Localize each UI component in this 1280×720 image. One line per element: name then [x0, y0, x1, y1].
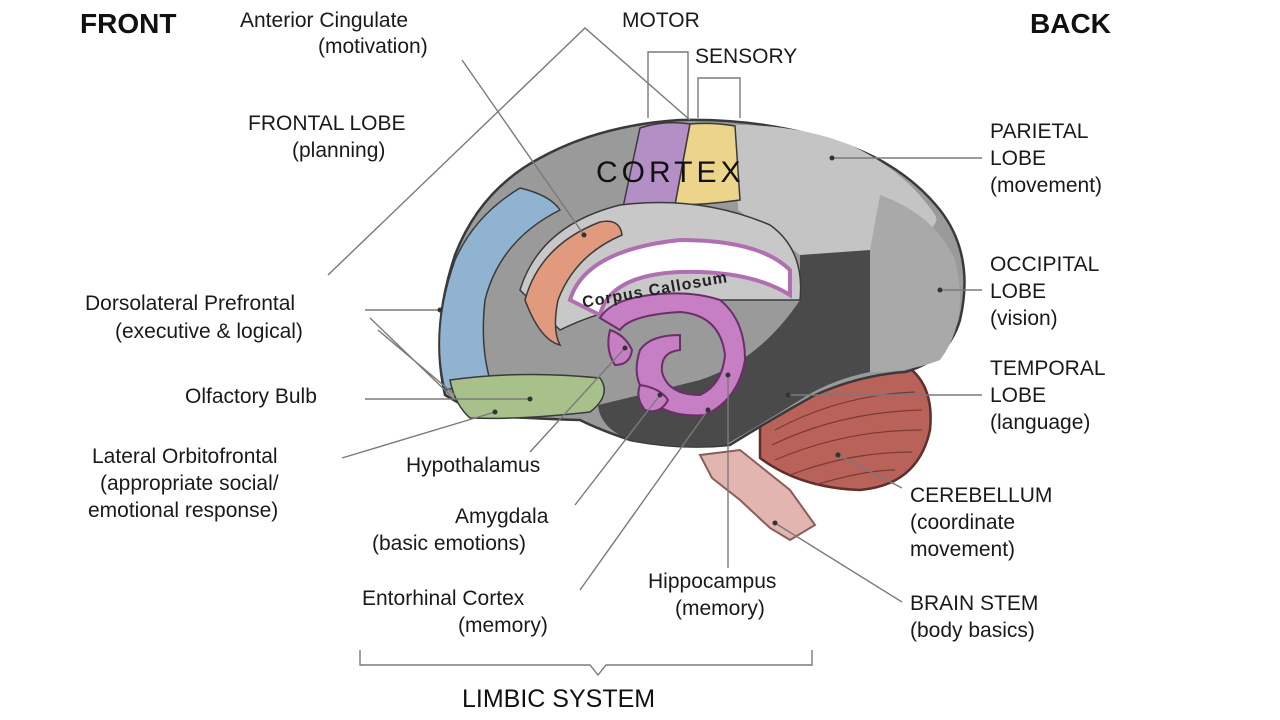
cerebellum-leader: [837, 454, 903, 489]
anterior-cingulate-region: [524, 220, 623, 347]
occipital-name-1: OCCIPITAL: [990, 253, 1099, 276]
motor-bracket: [647, 51, 689, 118]
anterior-cingulate-leader: [461, 59, 585, 236]
parietal-role: (movement): [990, 174, 1102, 197]
anterior-cingulate-name: Anterior Cingulate: [240, 9, 408, 32]
frontal-to-olfactory-leader: [369, 317, 456, 396]
hypothalamus-leader: [529, 347, 626, 453]
olfactory-name: Olfactory Bulb: [185, 385, 317, 408]
brain-stem-role: (body basics): [910, 619, 1035, 642]
cerebellum-name: CEREBELLUM: [910, 484, 1052, 507]
frontal-lobe-role: (planning): [292, 139, 385, 162]
limbic-system-label: LIMBIC SYSTEM: [462, 685, 655, 713]
limbic-structures: [598, 292, 747, 417]
dorsolateral-prefrontal-region: [438, 187, 562, 391]
amygdala-role: (basic emotions): [372, 532, 526, 555]
brain-stem-region: [698, 448, 817, 542]
occipital-name-2: LOBE: [990, 280, 1046, 303]
dorsolateral-name: Dorsolateral Prefrontal: [85, 292, 295, 315]
parietal-name-1: PARIETAL: [990, 120, 1088, 143]
cortex-label: CORTEX: [596, 156, 744, 189]
limbic-bracket: [359, 650, 813, 677]
back-label: BACK: [1030, 8, 1111, 39]
hypothalamus-name: Hypothalamus: [406, 454, 540, 477]
olfactory-region: [449, 373, 605, 420]
entorhinal-role: (memory): [458, 614, 548, 637]
cerebellum-folds: [771, 391, 923, 486]
entorhinal-leader: [579, 409, 709, 591]
parietal-name-2: LOBE: [990, 147, 1046, 170]
sensory-label: SENSORY: [695, 45, 797, 68]
corpus-callosum-region: [567, 237, 792, 318]
occipital-region: [870, 195, 960, 372]
orbitofrontal-leader: [341, 411, 496, 459]
dorsolateral-role: (executive & logical): [115, 320, 303, 343]
front-label: FRONT: [80, 8, 176, 39]
hippocampus-name: Hippocampus: [648, 570, 776, 593]
motor-label: MOTOR: [622, 9, 700, 32]
orbitofrontal-name: Lateral Orbitofrontal: [92, 445, 278, 468]
hippocampus-role: (memory): [675, 597, 765, 620]
temporal-name-2: LOBE: [990, 384, 1046, 407]
brain-stem-name: BRAIN STEM: [910, 592, 1038, 615]
sensory-bracket: [697, 77, 741, 118]
cerebellum-role-2: movement): [910, 538, 1015, 561]
anterior-cingulate-role: (motivation): [318, 35, 428, 58]
cerebellum-role-1: (coordinate: [910, 511, 1015, 534]
amygdala-name: Amygdala: [455, 505, 549, 528]
frontal-lobe-name: FRONTAL LOBE: [248, 112, 406, 135]
frontal-bracket: [327, 27, 691, 276]
amygdala-leader: [574, 394, 661, 506]
brain-stem-leader: [774, 522, 903, 603]
orbitofrontal-role-1: (appropriate social/: [100, 472, 279, 495]
temporal-role: (language): [990, 411, 1090, 434]
occipital-role: (vision): [990, 307, 1058, 330]
brain-illustration: [438, 118, 966, 542]
entorhinal-name: Entorhinal Cortex: [362, 587, 525, 610]
orbitofrontal-role-2: emotional response): [88, 499, 278, 522]
temporal-name-1: TEMPORAL: [990, 357, 1106, 380]
